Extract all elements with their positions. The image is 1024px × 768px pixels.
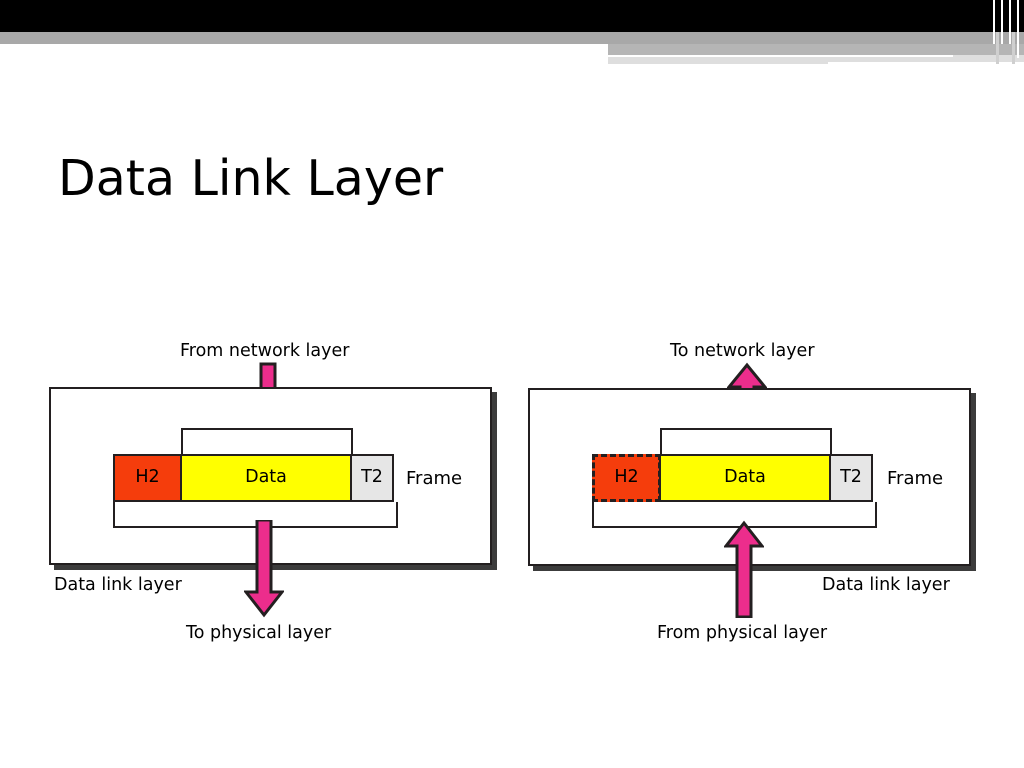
band-gray-tick-2: [1012, 32, 1015, 64]
segment-t2: T2: [350, 454, 394, 502]
band-white-slit-upper: [608, 55, 953, 57]
band-tick-2: [1001, 0, 1003, 44]
caption-to-network-layer: To network layer: [670, 341, 815, 361]
band-tick-4: [1017, 0, 1019, 58]
bracket-frame-bottom: [592, 502, 877, 528]
band-gray-right-stripe: [608, 44, 1024, 55]
band-tick-3: [1009, 0, 1011, 44]
bracket-payload-top: [181, 428, 353, 454]
layer-name-label: Data link layer: [822, 575, 950, 595]
band-light-right-stripe: [608, 55, 1024, 64]
caption-from-physical-layer: From physical layer: [657, 623, 828, 643]
diagram-receiving-side: To network layer H2 Data T2 Frame Data l…: [519, 330, 989, 650]
segment-data: Data: [659, 454, 831, 502]
frame-label: Frame: [887, 468, 944, 489]
segment-t2: T2: [829, 454, 873, 502]
segment-data: Data: [180, 454, 352, 502]
band-tick-1: [993, 0, 995, 44]
segment-h2: H2: [592, 454, 661, 502]
diagram-sending-side: From network layer H2 Data T2 Frame Data…: [40, 330, 510, 650]
frame-segments: H2 Data T2: [113, 454, 394, 502]
slide-header-band: [0, 0, 1024, 70]
arrow-up-from-physical-icon: [724, 520, 764, 618]
segment-h2: H2: [113, 454, 182, 502]
frame-segments: H2 Data T2: [592, 454, 873, 502]
arrow-down-to-physical-icon: [244, 520, 284, 618]
band-white-slit-lower: [828, 62, 1024, 65]
bracket-payload-top: [660, 428, 832, 454]
caption-from-network-layer: From network layer: [180, 341, 350, 361]
band-gray-stripe: [0, 32, 1024, 44]
frame-label: Frame: [406, 468, 463, 489]
band-gray-tick-1: [996, 32, 999, 64]
band-black-stripe: [0, 0, 1024, 32]
caption-to-physical-layer: To physical layer: [186, 623, 332, 643]
page-title: Data Link Layer: [58, 150, 444, 207]
layer-name-label: Data link layer: [54, 575, 182, 595]
